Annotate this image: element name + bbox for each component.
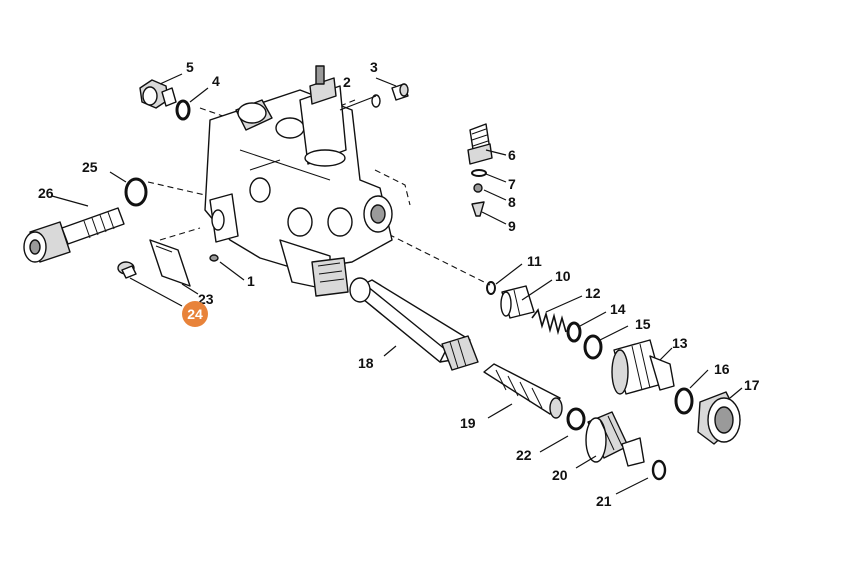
label-2: 2 [343,74,351,90]
part-26-bolt [23,207,125,263]
label-5: 5 [186,59,194,75]
label-1: 1 [247,273,255,289]
part-13-valve-body [611,339,675,395]
part-11-oring [486,281,496,295]
label-10: 10 [555,268,571,284]
label-24: 24 [187,306,203,322]
part-21-oring [651,459,667,481]
part-10-valve-seat [500,285,535,319]
part-5-plug [139,79,177,109]
label-20: 20 [552,467,568,483]
pump-head-body [204,65,393,297]
label-18: 18 [358,355,374,371]
label-9: 9 [508,218,516,234]
part-20-coupler [585,411,645,467]
part-3-screw [391,83,409,101]
part-19-filter [483,363,563,419]
label-19: 19 [460,415,476,431]
label-7: 7 [508,176,516,192]
label-8: 8 [508,194,516,210]
part-7-oring [471,169,487,177]
label-6: 6 [508,147,516,163]
label-23: 23 [198,291,214,307]
label-4: 4 [212,73,220,89]
label-12: 12 [585,285,601,301]
part-16-oring [674,387,694,415]
label-11: 11 [527,253,542,269]
part-14-oring [566,321,582,343]
part-1-pin [209,254,219,262]
part-12-spring [531,308,567,336]
part-23-plate [149,239,191,287]
label-26: 26 [38,185,54,201]
part-15-oring [583,334,603,360]
label-15: 15 [635,316,651,332]
part-17-nut [697,391,741,445]
label-14: 14 [610,301,626,317]
part-25-oring [124,177,148,207]
label-3: 3 [370,59,378,75]
part-labels: 5 4 2 3 6 7 8 9 11 10 12 14 15 13 16 17 … [38,59,760,509]
label-25: 25 [82,159,98,175]
label-22: 22 [516,447,532,463]
assembly-guide-lines [147,99,491,286]
part-18-sleeve [349,277,479,371]
part-6-fitting [467,123,493,165]
label-21: 21 [596,493,612,509]
part-24-screw [117,261,137,279]
part-22-washer [566,407,586,431]
part-2-washer [371,94,381,108]
leader-lines [51,73,743,495]
part-9-nozzle [471,201,485,217]
part-4-oring [175,99,191,121]
label-16: 16 [714,361,730,377]
part-8-ball [473,183,483,193]
label-17: 17 [744,377,760,393]
label-13: 13 [672,335,688,351]
label-24-highlight: 24 [182,301,208,327]
